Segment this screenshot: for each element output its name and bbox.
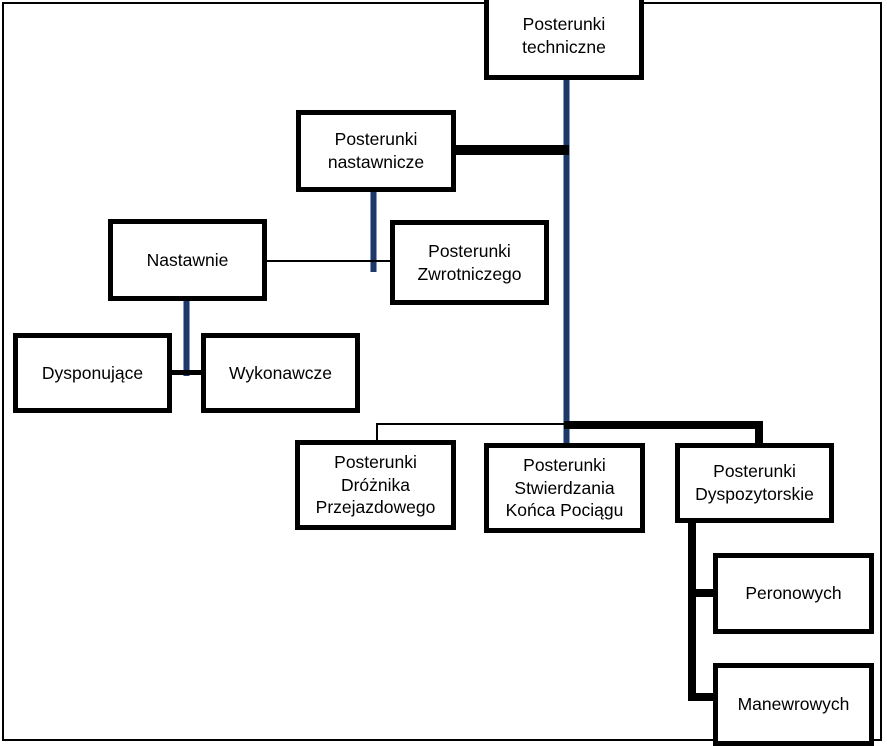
connector-nastawnie-to-wykonawcze-vertical (184, 298, 189, 376)
node-dysponujace[interactable]: Dysponujące (13, 333, 172, 413)
node-posterunki-nastawnicze[interactable]: Posterunki nastawnicze (296, 110, 456, 192)
connector-trunk-blue-vertical (564, 80, 569, 446)
connector-droznika-drop (376, 423, 378, 443)
connector-dyspozytorskie-drop (755, 421, 763, 447)
connector-bottom-bus-thick-right (564, 421, 763, 429)
connector-nastawnie-to-zwrotniczego (263, 260, 395, 262)
node-posterunki-stwierdzania-konca-pociagu[interactable]: Posterunki Stwierdzania Końca Pociągu (484, 443, 645, 533)
connector-bottom-bus-thin-left (376, 423, 568, 425)
node-manewrowych[interactable]: Manewrowych (713, 663, 874, 746)
connector-dyspozytorskie-to-manewrowych (688, 693, 720, 701)
node-posterunki-droznika-przejazdowego[interactable]: Posterunki Dróżnika Przejazdowego (295, 440, 456, 530)
node-nastawnie[interactable]: Nastawnie (108, 219, 267, 301)
connector-dyspozytorskie-to-peronowych (688, 589, 720, 597)
connector-nastawnicze-to-zwrotniczego-vertical (371, 190, 376, 272)
node-peronowych[interactable]: Peronowych (713, 553, 874, 634)
node-posterunki-zwrotniczego[interactable]: Posterunki Zwrotniczego (390, 220, 549, 305)
connector-techniczne-to-nastawnicze (452, 145, 569, 155)
connector-dyspozytorskie-spine (688, 520, 696, 701)
node-posterunki-techniczne[interactable]: Posterunki techniczne (484, 0, 644, 80)
node-posterunki-dyspozytorskie[interactable]: Posterunki Dyspozytorskie (675, 443, 834, 523)
node-wykonawcze[interactable]: Wykonawcze (201, 333, 360, 413)
connector-dysponujace-to-wykonawcze (169, 370, 207, 375)
